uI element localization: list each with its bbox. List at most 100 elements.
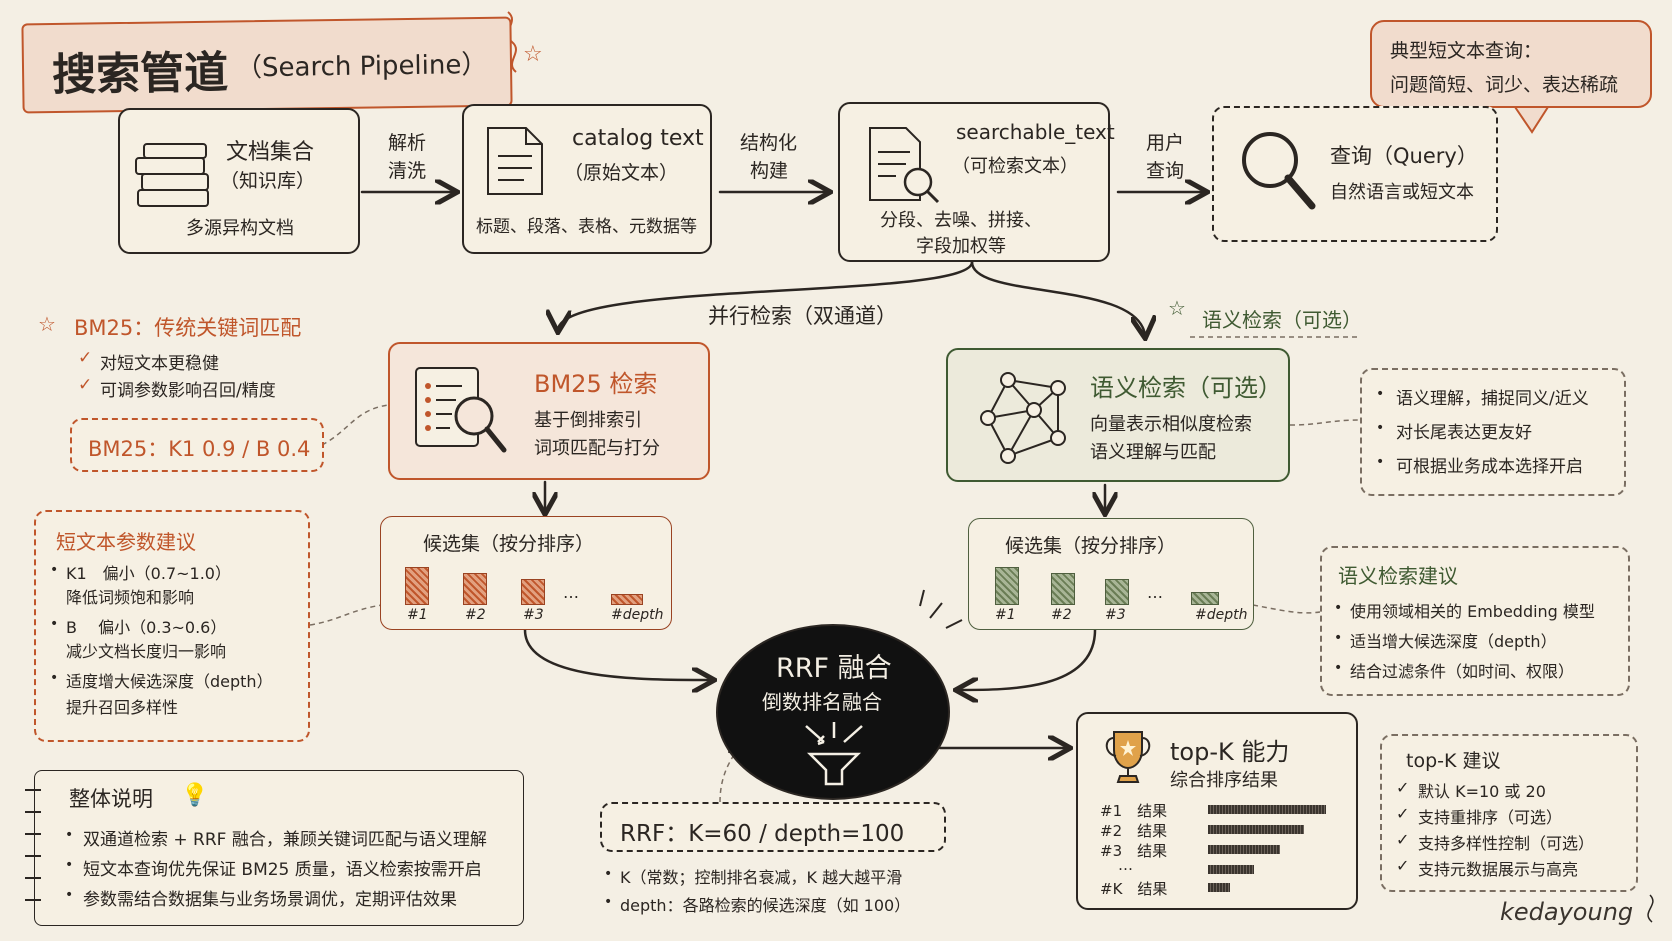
docs-desc: 多源异构文档 [186, 218, 294, 239]
overall-notebook: 整体说明 💡 • 双通道检索 + RRF 融合，兼顾关键词匹配与语义理解 • 短… [25, 770, 524, 926]
bullet-icon: • [1376, 420, 1385, 436]
topk-bar [1208, 825, 1304, 834]
network-graph-icon [980, 372, 1066, 464]
query-title: 查询（Query） [1330, 144, 1478, 168]
overall-item: 双通道检索 + RRF 融合，兼顾关键词匹配与语义理解 [83, 830, 487, 850]
arrow-rightcands-to-rrf [958, 628, 1097, 690]
right-candidates-bars: … [995, 565, 1245, 605]
bm25-desc1: 基于倒排索引 [534, 410, 642, 431]
topk-bar [1208, 845, 1280, 854]
document-search-icon [869, 127, 940, 204]
topk-bar [1208, 805, 1326, 814]
semantic-desc1: 向量表示相似度检索 [1090, 414, 1252, 435]
topk-advice-item: 支持元数据展示与高亮 [1418, 860, 1579, 879]
books-icon [135, 143, 209, 207]
topk-advice-title: top-K 建议 [1406, 750, 1501, 772]
lightbulb-icon: 💡 [181, 783, 209, 808]
semantic-optional-label: 语义检索（可选） [1202, 308, 1362, 332]
topk-advice-item: 默认 K=10 或 20 [1418, 782, 1546, 801]
short-param-line: B 偏小（0.3~0.6） [66, 618, 227, 637]
candidate-label: #depth [611, 607, 664, 623]
title-banner: 搜索管道 （Search Pipeline） [21, 16, 513, 114]
rrf-note: depth：各路检索的候选深度（如 100） [620, 896, 911, 915]
semantic-advice-item: 结合过滤条件（如时间、权限） [1350, 662, 1575, 681]
candidate-bar [463, 573, 487, 605]
check-icon: ✓ [1396, 856, 1410, 875]
candidate-label: #3 [1105, 607, 1126, 623]
topk-row-label: #3 结果 [1100, 842, 1168, 860]
query-note-bubble: 典型短文本查询： 问题简短、词少、表达稀疏 [1370, 20, 1652, 108]
right-candidates-title: 候选集（按分排序） [1005, 535, 1177, 557]
star-icon-2: ☆ [1168, 296, 1186, 320]
bubble-tail [1514, 106, 1549, 134]
arrow-leftcands-to-rrf [523, 628, 712, 680]
bm25-box: BM25 检索 基于倒排索引 词项匹配与打分 [388, 342, 710, 480]
signature: kedayoung [1500, 898, 1634, 926]
overall-title: 整体说明 [69, 787, 153, 811]
arrow-user-label1: 用户 [1146, 132, 1185, 154]
bullet-icon: • [1334, 660, 1343, 676]
topk-bar [1208, 883, 1230, 892]
bm25-desc2: 词项匹配与打分 [534, 438, 660, 459]
arrow-struct-label2: 构建 [750, 160, 789, 182]
candidate-bar [521, 579, 545, 605]
catalog-box: catalog text （原始文本） 标题、段落、表格、元数据等 [462, 104, 712, 254]
rrf-subtitle: 倒数排名融合 [762, 690, 882, 714]
candidate-bar [1191, 592, 1219, 605]
bullet-icon: • [604, 866, 613, 882]
check-icon: ✓ [78, 348, 93, 368]
query-note-line2: 问题简短、词少、表达稀疏 [1390, 74, 1619, 96]
topk-row-label: #2 结果 [1100, 822, 1168, 840]
short-params-box: 短文本参数建议 • K1 偏小（0.7~1.0） 降低词频饱和影响 • B 偏小… [34, 510, 310, 742]
bm25-note-item: 可调参数影响召回/精度 [100, 381, 276, 401]
topk-title: top-K 能力 [1170, 738, 1290, 766]
candidate-label: #1 [995, 607, 1016, 623]
funnel-icon [805, 722, 863, 786]
dash-params-to-cands [309, 604, 383, 626]
topk-row-label: #1 结果 [1100, 802, 1168, 820]
bullet-icon: • [1376, 454, 1385, 470]
semantic-box: 语义检索（可选） 向量表示相似度检索 语义理解与匹配 [946, 348, 1290, 482]
title-squiggle [507, 11, 517, 73]
bullet-icon: • [50, 616, 59, 632]
semantic-feature: 语义理解，捕捉同义/近义 [1396, 389, 1589, 409]
semantic-advice-title: 语义检索建议 [1338, 564, 1458, 588]
arrow-parse-label1: 解析 [388, 132, 427, 154]
document-icon [487, 127, 543, 195]
candidate-label: #depth [1195, 607, 1248, 623]
page-title: 搜索管道 [51, 47, 229, 101]
candidate-label: #3 [523, 607, 544, 623]
docs-box: 文档集合 （知识库） 多源异构文档 [118, 108, 360, 254]
semantic-title: 语义检索（可选） [1090, 374, 1282, 402]
magnifier-icon [1242, 132, 1316, 210]
page-subtitle: （Search Pipeline） [235, 49, 488, 84]
dash-rightcands-to-advice [1252, 604, 1321, 614]
candidate-label: #2 [1051, 607, 1072, 623]
overall-item: 参数需结合数据集与业务场景调优，定期评估效果 [83, 890, 457, 910]
left-candidates-bars: … [405, 565, 655, 605]
semantic-feature: 对长尾表达更友好 [1396, 423, 1532, 443]
short-param-line: 适度增大候选深度（depth） [66, 672, 273, 691]
bullet-icon: • [50, 670, 59, 686]
candidate-bar [1105, 579, 1129, 605]
short-param-line: 降低词频饱和影响 [66, 588, 195, 607]
candidate-bar [1051, 573, 1075, 605]
searchable-subtitle: （可检索文本） [952, 156, 1078, 177]
searchable-desc2: 字段加权等 [916, 236, 1006, 257]
dash-semantic-to-feats [1289, 419, 1361, 426]
trophy-icon [1105, 731, 1151, 783]
bm25-search-icon [415, 367, 507, 453]
arrow-split-right [970, 260, 1145, 336]
topk-row-label: #K 结果 [1100, 880, 1168, 898]
candidate-dots: … [1147, 583, 1163, 602]
bm25-param-box: BM25：K1 0.9 / B 0.4 [70, 418, 324, 472]
semantic-advice-item: 使用领域相关的 Embedding 模型 [1350, 602, 1595, 621]
rrf-param-box: RRF：K=60 / depth=100 [600, 802, 946, 852]
check-icon: ✓ [1396, 804, 1410, 823]
parallel-label: 并行检索（双通道） [708, 304, 897, 328]
searchable-desc1: 分段、去噪、拼接、 [880, 210, 1042, 231]
docs-title: 文档集合 [226, 140, 315, 165]
bullet-icon: • [65, 827, 74, 843]
bullet-icon: • [1334, 630, 1343, 646]
